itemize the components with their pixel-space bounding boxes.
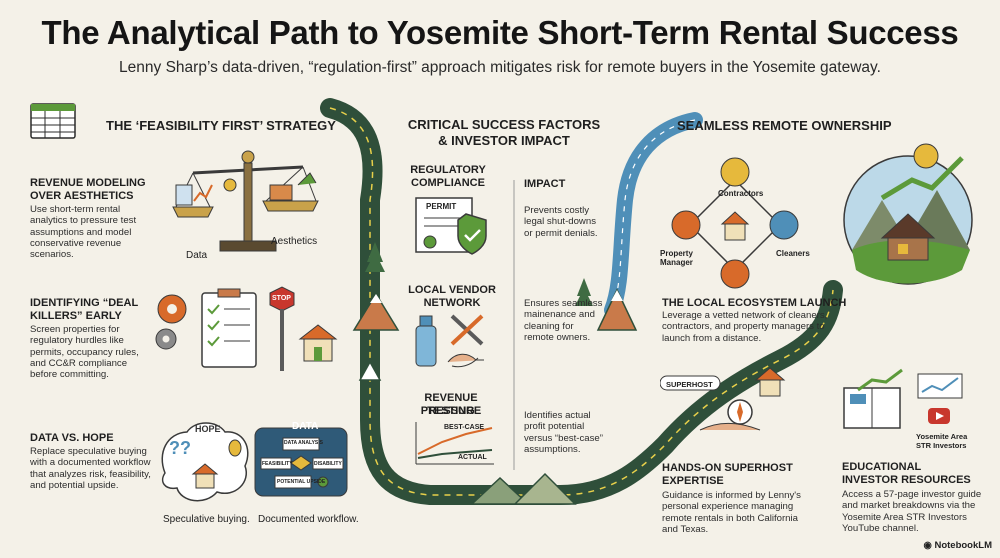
checklist-gears-icon: [155, 286, 338, 371]
actual-label: ACTUAL: [458, 454, 487, 461]
contractors-label: Contractors: [718, 189, 764, 198]
superhost-body: Guidance is informed by Lenny's personal…: [662, 490, 801, 535]
superhost-badge: SUPERHOST: [666, 380, 713, 389]
superhost-compass-icon: [660, 367, 786, 431]
feasibility-heading: The ‘Feasibility First’ Strategy: [106, 118, 336, 133]
hope-vs-data-illustration: ??: [161, 422, 348, 502]
guide-video-icon: [843, 368, 963, 429]
vendor-title-1: Local Vendor: [408, 284, 496, 296]
revenue-pressure-title-1: Revenue Pressure: [420, 392, 482, 417]
regulatory-title-2: Compliance: [411, 177, 485, 189]
notebook-icon: ◉: [923, 540, 935, 551]
scale-data-label: Data: [186, 250, 208, 261]
hope-label: HOPE: [195, 424, 221, 434]
speculative-caption: Speculative buying.: [163, 514, 250, 525]
permit-label: PERMIT: [426, 202, 457, 211]
flow-data-analysis: DATA ANALYSIS: [284, 440, 323, 446]
flow-feasibility: FEASIBILITY: [262, 461, 293, 467]
page-title: The Analytical Path to Yosemite Short-Te…: [41, 14, 959, 51]
vendor-impact: Ensures seamless mainenance and cleaning…: [524, 298, 603, 343]
documented-caption: Documented workflow.: [258, 514, 359, 525]
best-case-label: BEST-CASE: [444, 424, 485, 431]
deal-killers-title-2: Killers” Early: [30, 310, 122, 322]
education-title-1: Educational: [842, 461, 922, 473]
ecosystem-body: Leverage a vetted network of cleaners, c…: [662, 310, 828, 344]
superhost-title-2: Expertise: [662, 475, 724, 487]
page-subtitle: Lenny Sharp’s data-driven, “regulation-f…: [119, 59, 881, 76]
regulatory-impact: Prevents costly legal shut-downs or perm…: [524, 205, 598, 239]
brand-name: NotebookLM: [934, 540, 992, 551]
property-manager-label: Property Manager: [660, 249, 693, 267]
regulatory-title-1: Regulatory: [410, 164, 486, 176]
revenue-modeling-title-2: Over Aesthetics: [30, 190, 134, 202]
ecosystem-title: The Local Ecosystem Launch: [662, 297, 847, 309]
spray-tools-handshake-icon: [415, 314, 484, 368]
flow-disability: DISABILITY: [314, 461, 342, 467]
csf-heading-2: & Investor Impact: [438, 133, 570, 148]
channel-label-2: STR Investors: [916, 441, 967, 450]
flow-potential-upside: POTENTIAL UPSIDE: [277, 479, 326, 485]
deal-killers-title-1: Identifying “Deal: [30, 297, 139, 309]
superhost-title-1: Hands-On Superhost: [662, 462, 793, 474]
revenue-pressure-title-2: Testing: [427, 405, 475, 417]
balance-scale-icon: [172, 150, 319, 252]
vendor-title-2: Network: [423, 297, 481, 309]
remote-ownership-heading: Seamless Remote Ownership: [677, 118, 892, 133]
data-vs-hope-body: Replace speculative buying with a docume…: [30, 446, 151, 491]
brand-watermark: ◉ NotebookLM: [924, 540, 992, 551]
education-body: Access a 57-page investor guide and mark…: [842, 489, 982, 534]
data-label: DATA: [292, 421, 319, 432]
impact-label: Impact: [524, 178, 566, 190]
channel-label-1: Yosemite Area: [916, 432, 968, 441]
scale-aesthetics-label: Aesthetics: [271, 236, 318, 247]
spreadsheet-icon: [30, 103, 76, 139]
education-title-2: Investor Resources: [842, 474, 971, 486]
data-vs-hope-title: Data vs. Hope: [30, 432, 114, 444]
revenue-modeling-title-1: Revenue Modeling: [30, 177, 146, 189]
revenue-modeling-body: Use short-term rental analytics to press…: [30, 204, 137, 261]
cleaners-label: Cleaners: [776, 249, 810, 258]
best-vs-actual-chart-icon: [415, 422, 494, 465]
stop-sign-label: STOP: [272, 295, 291, 302]
cabin-landscape-icon: [843, 143, 973, 285]
svg-text:??: ??: [169, 438, 191, 458]
csf-heading-1: Critical Success Factors: [407, 117, 601, 132]
revenue-pressure-impact: Identifies actual profit potential versu…: [524, 410, 603, 455]
permit-shield-icon: [415, 197, 487, 255]
deal-killers-body: Screen properties for regulatory hurdles…: [30, 324, 139, 381]
vendor-network-diagram: [671, 157, 799, 289]
